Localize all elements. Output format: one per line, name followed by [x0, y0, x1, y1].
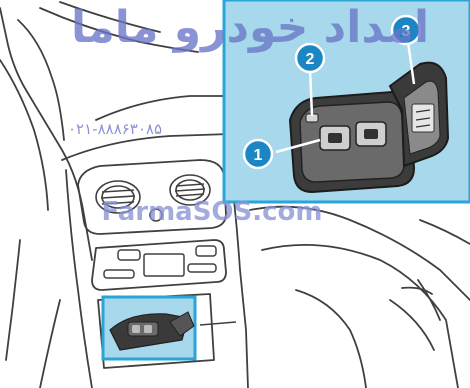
socket-location-highlight — [103, 297, 236, 359]
watermark-site: FarmaSOS.com — [101, 197, 322, 227]
watermark-phone: ۰۲۱-۸۸۸۶۳۰۸۵ — [68, 120, 162, 138]
callout-1: 1 — [244, 140, 272, 168]
watermark-title: امداد خودرو ماما — [71, 2, 429, 53]
callout-1-label: 1 — [254, 147, 263, 164]
callout-2-label: 2 — [306, 51, 315, 68]
rear-control-panel — [104, 246, 216, 278]
